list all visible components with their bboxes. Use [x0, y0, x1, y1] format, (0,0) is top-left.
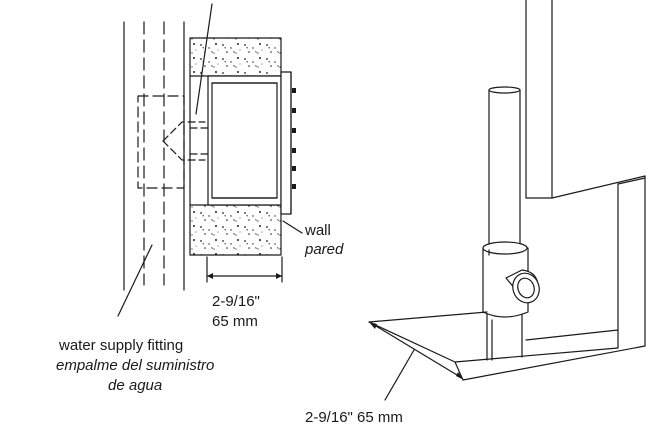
fitting-label: water supply fitting	[59, 337, 184, 354]
fitting-label-es-1: empalme del suministro	[56, 357, 215, 374]
faceplate	[280, 71, 292, 215]
wall-bottom	[189, 204, 282, 256]
wall-label: wall	[305, 222, 331, 239]
dimension-mm: 65 mm	[212, 313, 258, 330]
wall-label-es: pared	[305, 241, 344, 258]
right-dimension: 2-9/16" 65 mm	[305, 409, 403, 426]
dimension-inches: 2-9/16"	[212, 293, 260, 310]
fitting-label-es-2: de agua	[108, 377, 163, 394]
wall-top	[189, 37, 282, 77]
fitting-hidden	[137, 95, 185, 189]
